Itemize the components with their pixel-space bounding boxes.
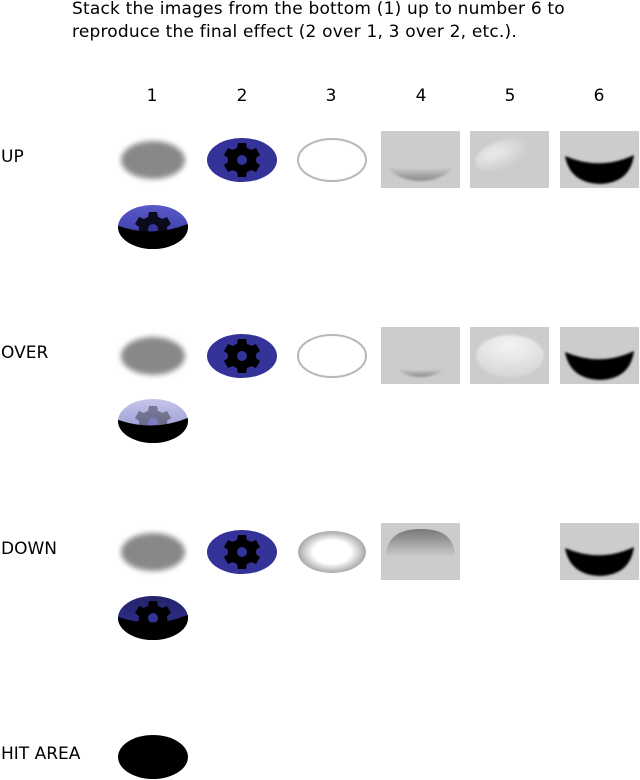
row-label-up: UP [1,147,24,167]
instructions-text: Stack the images from the bottom (1) up … [72,0,565,44]
layer-dark-crescent-up [560,131,639,188]
layer-top-highlight-up [470,131,549,188]
row-label-down: DOWN [1,539,57,559]
layer-bottom-gloss-up [381,131,460,188]
column-header-1: 1 [146,86,158,106]
layer-ring-outline-over [296,333,368,379]
layer-gear-base-up [206,137,278,183]
layer-full-highlight-over [470,327,549,384]
layer-gear-base-over [206,333,278,379]
column-header-3: 3 [325,86,337,106]
instructions-line-1: Stack the images from the bottom (1) up … [72,0,565,19]
layer-bottom-gloss-over [381,327,460,384]
layer-dark-crescent-over [560,327,639,384]
layer-shadow-over [112,328,194,384]
composite-up [116,203,190,251]
instructions-line-2: reproduce the final effect (2 over 1, 3 … [72,22,517,42]
layer-ring-outline-up [296,137,368,183]
hit-area-label: HIT AREA [1,744,81,764]
hit-area-shape [117,734,189,780]
composite-down [116,594,190,642]
column-header-2: 2 [236,86,248,106]
layer-gear-base-down [206,529,278,575]
layer-shadow-down [112,524,194,580]
row-label-over: OVER [1,343,49,363]
column-header-4: 4 [415,86,427,106]
layer-shadow-up [112,132,194,188]
composite-over [116,397,190,445]
layer-dark-crescent-down [560,523,639,580]
column-header-6: 6 [593,86,605,106]
layer-top-dark-gradient-down [381,523,460,580]
layer-inner-glow-ring-down [296,529,368,575]
column-header-5: 5 [504,86,516,106]
